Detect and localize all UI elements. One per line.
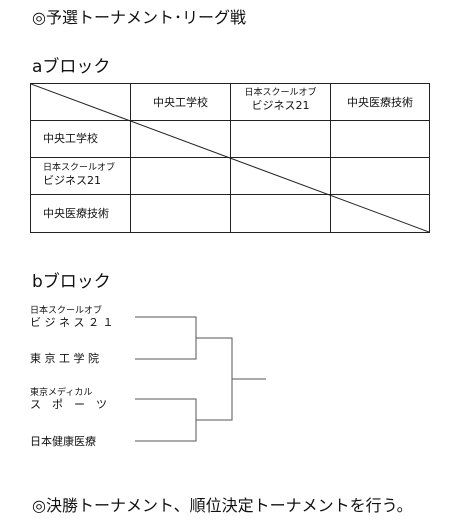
- bracket-line-semi: [196, 337, 233, 421]
- bracket-team-2: 東 京 工 学 院: [30, 353, 99, 365]
- diagonal-lines: [31, 84, 429, 232]
- row-header-3-label: 中央医療技術: [43, 207, 109, 220]
- bottom-note: ◎決勝トーナメント、順位決定トーナメントを行う。: [32, 496, 413, 515]
- bracket-team-1: 日本スクールオブ ビ ジ ネ ス ２ １: [30, 306, 113, 329]
- bracket-team-1-line1: 日本スクールオブ: [30, 306, 103, 316]
- col-header-3: 中央医療技術: [331, 96, 429, 109]
- col-header-1-label: 中央工学校: [153, 96, 208, 109]
- bracket-team-3-line2: ス ポ ー ツ: [30, 398, 107, 411]
- bracket-team-4: 日本健康医療: [30, 436, 96, 448]
- tournament-bracket: 日本スクールオブ ビ ジ ネ ス ２ １ 東 京 工 学 院 東京メディカル ス…: [0, 290, 458, 460]
- col-header-2: 日本スクールオブ ビジネス21: [231, 88, 330, 112]
- bracket-team-2-label: 東 京 工 学 院: [30, 352, 99, 365]
- col-header-3-label: 中央医療技術: [347, 96, 413, 109]
- diagonal-line: [31, 84, 429, 232]
- col-header-1: 中央工学校: [131, 96, 230, 109]
- bracket-team-3: 東京メディカル ス ポ ー ツ: [30, 388, 107, 411]
- row-header-2-line2: ビジネス21: [43, 174, 101, 187]
- grid-line: [130, 84, 131, 232]
- col-header-2-line2: ビジネス21: [251, 99, 310, 112]
- grid-line: [31, 194, 429, 195]
- grid-line: [330, 84, 331, 232]
- row-header-2: 日本スクールオブ ビジネス21: [43, 163, 115, 187]
- bracket-line-bottom-pair: [135, 398, 197, 442]
- bracket-team-1-line2: ビ ジ ネ ス ２ １: [30, 316, 114, 329]
- col-header-2-line1: 日本スクールオブ: [244, 88, 317, 98]
- bracket-lines: [135, 316, 266, 442]
- row-header-1: 中央工学校: [43, 132, 98, 145]
- block-a-title: aブロック: [32, 57, 111, 77]
- row-header-1-label: 中央工学校: [43, 132, 98, 145]
- bracket-team-3-line1: 東京メディカル: [30, 388, 93, 398]
- grid-line: [31, 120, 429, 121]
- row-header-2-line1: 日本スクールオブ: [43, 163, 116, 173]
- page-heading: ◎予選トーナメント･リーグ戦: [32, 8, 246, 27]
- round-robin-table: 中央工学校 日本スクールオブ ビジネス21 中央医療技術 中央工学校 日本スクー…: [30, 83, 430, 233]
- bracket-team-4-label: 日本健康医療: [30, 435, 96, 448]
- block-b-title: bブロック: [32, 272, 111, 292]
- bracket-line-top-pair: [135, 316, 197, 360]
- row-header-3: 中央医療技術: [43, 207, 109, 220]
